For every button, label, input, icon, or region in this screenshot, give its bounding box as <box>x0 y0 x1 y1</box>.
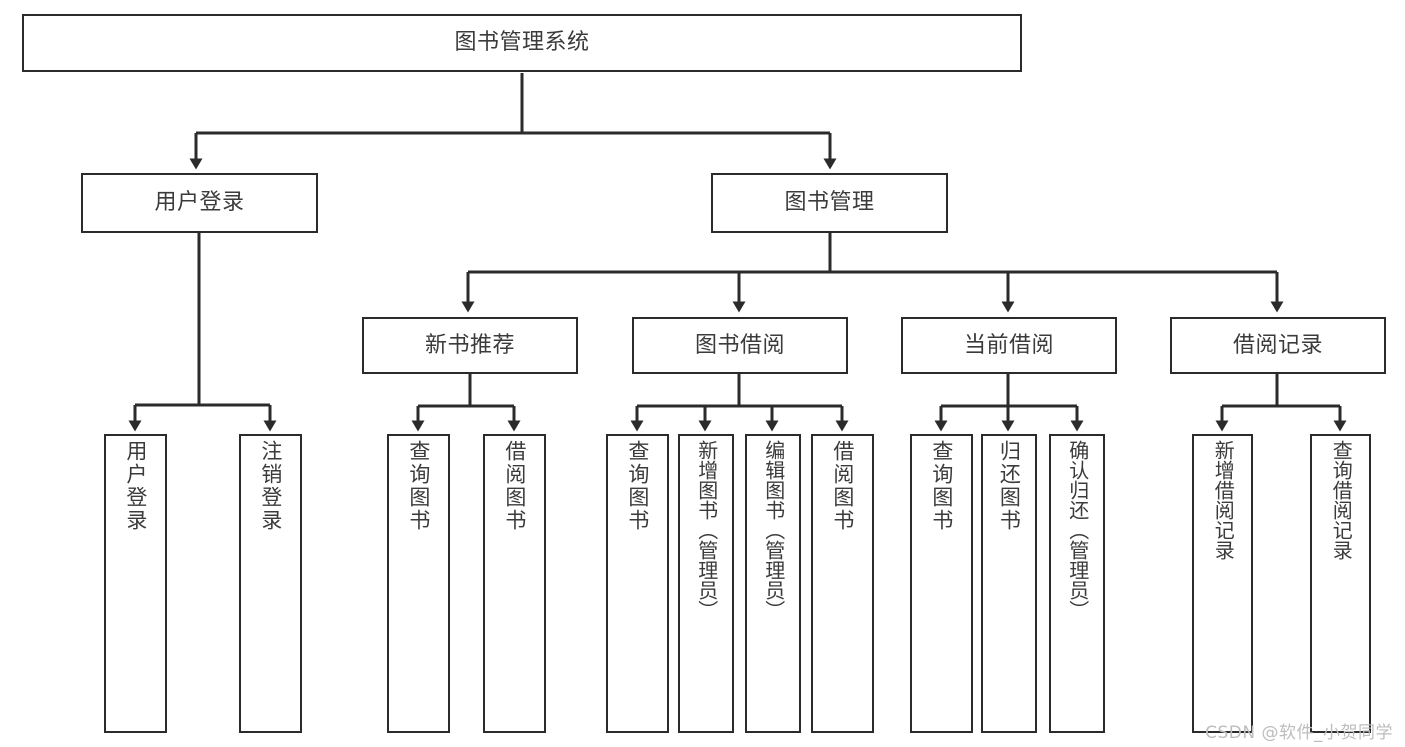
leaf-logout-login[interactable]: 注销登录 <box>239 434 302 733</box>
leaf-borrow-book-2-label: 借阅图书 <box>830 440 855 532</box>
leaf-confirm-return-label: 确认归还（管理员） <box>1065 440 1090 620</box>
node-current-borrow-label: 当前借阅 <box>963 332 1054 358</box>
node-current-borrow[interactable]: 当前借阅 <box>901 317 1117 374</box>
leaf-user-login-label: 用户登录 <box>123 440 148 532</box>
leaf-edit-book-label: 编辑图书（管理员） <box>761 440 786 620</box>
leaf-query-record-label: 查询借阅记录 <box>1329 440 1354 560</box>
leaf-logout-login-label: 注销登录 <box>258 440 283 532</box>
leaf-query-book-1[interactable]: 查询图书 <box>387 434 450 733</box>
leaf-query-book-3[interactable]: 查询图书 <box>910 434 973 733</box>
node-new-book-recommend-label: 新书推荐 <box>424 332 515 358</box>
leaf-add-book[interactable]: 新增图书（管理员） <box>678 434 734 733</box>
node-book-borrow-label: 图书借阅 <box>694 332 785 358</box>
csdn-watermark: CSDN @软件_小贺同学 <box>1205 723 1393 743</box>
leaf-query-record[interactable]: 查询借阅记录 <box>1310 434 1371 733</box>
node-user-login[interactable]: 用户登录 <box>81 173 318 233</box>
node-borrow-record-label: 借阅记录 <box>1232 332 1323 358</box>
leaf-edit-book[interactable]: 编辑图书（管理员） <box>745 434 801 733</box>
leaf-return-book[interactable]: 归还图书 <box>981 434 1037 733</box>
leaf-borrow-book-1[interactable]: 借阅图书 <box>483 434 546 733</box>
node-user-login-label: 用户登录 <box>154 190 245 216</box>
leaf-borrow-book-2[interactable]: 借阅图书 <box>811 434 874 733</box>
node-root-label: 图书管理系统 <box>454 30 590 56</box>
node-book-borrow[interactable]: 图书借阅 <box>632 317 848 374</box>
leaf-user-login[interactable]: 用户登录 <box>104 434 167 733</box>
leaf-return-book-label: 归还图书 <box>997 440 1022 532</box>
leaf-borrow-book-1-label: 借阅图书 <box>502 440 527 532</box>
node-new-book-recommend[interactable]: 新书推荐 <box>362 317 578 374</box>
leaf-add-record[interactable]: 新增借阅记录 <box>1192 434 1253 733</box>
leaf-query-book-1-label: 查询图书 <box>406 440 431 532</box>
node-root[interactable]: 图书管理系统 <box>22 14 1022 72</box>
leaf-confirm-return[interactable]: 确认归还（管理员） <box>1049 434 1105 733</box>
leaf-query-book-3-label: 查询图书 <box>929 440 954 532</box>
node-book-manage[interactable]: 图书管理 <box>711 173 948 233</box>
leaf-query-book-2-label: 查询图书 <box>625 440 650 532</box>
leaf-add-book-label: 新增图书（管理员） <box>694 440 719 620</box>
leaf-query-book-2[interactable]: 查询图书 <box>606 434 669 733</box>
node-borrow-record[interactable]: 借阅记录 <box>1170 317 1386 374</box>
node-book-manage-label: 图书管理 <box>784 190 875 216</box>
leaf-add-record-label: 新增借阅记录 <box>1211 440 1236 560</box>
